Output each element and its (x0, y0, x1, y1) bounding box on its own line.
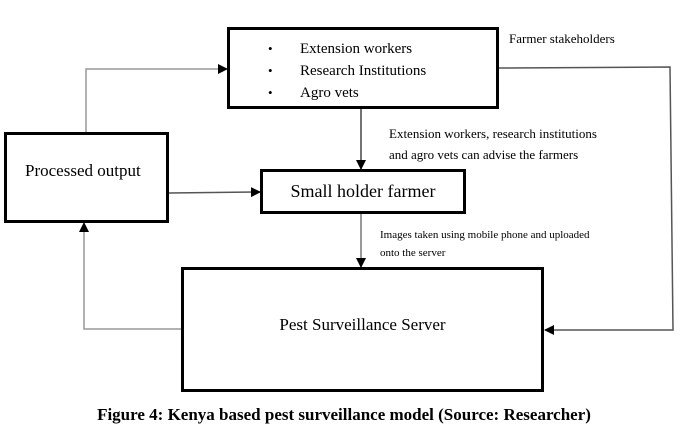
edge-label-line: Extension workers, research institutions (389, 126, 597, 141)
stakeholders-node: • Extension workers • Research Institution… (227, 27, 499, 109)
stakeholder-label: Research Institutions (300, 63, 427, 79)
figure-caption: Figure 4: Kenya based pest surveillance … (97, 405, 591, 424)
pest-surveillance-server-label: Pest Surveillance Server (279, 315, 446, 334)
stakeholder-item: • Agro vets (268, 82, 426, 104)
small-holder-farmer-label: Small holder farmer (290, 181, 436, 201)
edge-label-line: and agro vets can advise the farmers (389, 147, 579, 162)
edge-label-advice: Extension workers, research institutions… (389, 123, 597, 165)
bullet-icon: • (268, 63, 273, 78)
edge-label-farmer-stakeholders: Farmer stakeholders (509, 31, 615, 46)
pest-surveillance-server-node: Pest Surveillance Server (181, 267, 544, 392)
processed-output-label: Processed output (25, 161, 141, 180)
processed-output-node: Processed output (4, 132, 169, 223)
stakeholders-list: • Extension workers • Research Institution… (268, 38, 426, 104)
edge-label-images: Images taken using mobile phone and uplo… (380, 226, 590, 262)
edge-processed-to-farmer (168, 187, 261, 198)
edge-processed-to-stakeholders (85, 64, 228, 132)
stakeholder-item: • Research Institutions (268, 60, 426, 82)
edge-server-to-processed (79, 222, 181, 330)
stakeholder-label: Extension workers (300, 41, 413, 57)
small-holder-farmer-node: Small holder farmer (260, 169, 466, 214)
bullet-icon: • (268, 85, 273, 100)
edge-stakeholders-to-server (498, 66, 674, 335)
edge-label-line: onto the server (380, 247, 446, 259)
edge-label-line: Images taken using mobile phone and uplo… (380, 229, 590, 241)
stakeholder-label: Agro vets (300, 85, 359, 101)
bullet-icon: • (268, 41, 273, 56)
stakeholder-item: • Extension workers (268, 38, 426, 60)
